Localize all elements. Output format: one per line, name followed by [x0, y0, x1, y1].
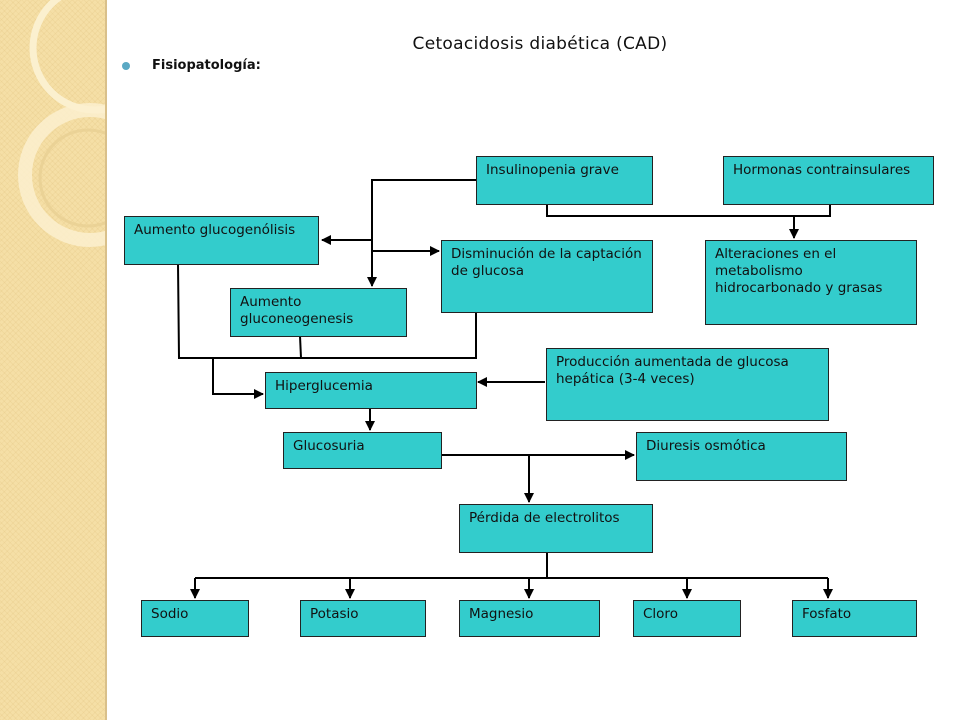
box-hormonas: Hormonas contrainsulares	[723, 156, 934, 205]
box-glucogenolisis: Aumento glucogenólisis	[124, 216, 319, 265]
box-disminucion: Disminución de la captación de glucosa	[441, 240, 653, 313]
box-potasio: Potasio	[300, 600, 426, 637]
box-fosfato: Fosfato	[792, 600, 917, 637]
box-hiperglucemia: Hiperglucemia	[265, 372, 477, 409]
box-diuresis: Diuresis osmótica	[636, 432, 847, 481]
box-insulinopenia: Insulinopenia grave	[476, 156, 653, 205]
slide-title: Cetoacidosis diabética (CAD)	[412, 34, 668, 54]
box-sodio: Sodio	[141, 600, 249, 637]
bullet-icon	[122, 62, 130, 70]
box-produccion: Producción aumentada de glucosa hepática…	[546, 348, 829, 421]
decorative-circles	[18, 0, 105, 247]
box-glucosuria: Glucosuria	[283, 432, 442, 469]
box-perdida: Pérdida de electrolitos	[459, 504, 653, 553]
slide-subtitle: Fisiopatología:	[152, 58, 261, 73]
box-alteraciones: Alteraciones en el metabolismo hidrocarb…	[705, 240, 917, 325]
decorative-sidebar	[0, 0, 107, 720]
box-gluconeogenesis: Aumento gluconeogenesis	[230, 288, 407, 337]
box-magnesio: Magnesio	[459, 600, 600, 637]
box-cloro: Cloro	[633, 600, 741, 637]
